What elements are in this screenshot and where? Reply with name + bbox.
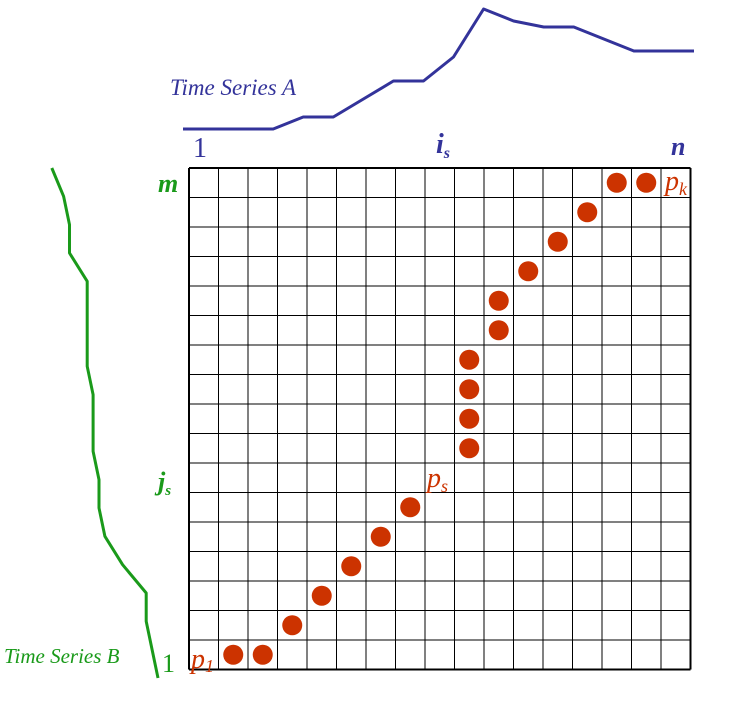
warping-path-point [341, 556, 362, 577]
warping-path-point [606, 172, 627, 193]
warping-path-point [636, 172, 657, 193]
warping-path-point [400, 497, 421, 518]
warping-path-point [459, 438, 480, 459]
cost-matrix-grid [188, 167, 692, 671]
series-b-start-label: 1 [162, 649, 175, 678]
series-b-mid-sub: s [164, 483, 171, 499]
warping-path-point [488, 290, 509, 311]
warping-path-point [459, 349, 480, 370]
warping-path-point [518, 261, 539, 282]
warping-path-point [459, 408, 480, 429]
series-a-end-label: n [671, 132, 685, 161]
path-end-label: pk [663, 166, 688, 199]
path-start-main: p [189, 644, 205, 675]
warping-path-point [223, 644, 244, 665]
path-start-sub: 1 [205, 656, 214, 676]
warping-path [223, 172, 657, 665]
warping-path-point [370, 526, 391, 547]
series-b-title: Time Series B [4, 644, 120, 668]
warping-path-point [488, 320, 509, 341]
warping-path-point [311, 585, 332, 606]
series-b-mid-main: j [154, 467, 166, 496]
series-a-mid-label: is [436, 129, 450, 162]
warping-path-point [547, 231, 568, 252]
series-a-start-label: 1 [193, 133, 207, 164]
path-mid-sub: s [441, 476, 448, 496]
warping-path-point [459, 379, 480, 400]
path-mid-label: ps [425, 463, 448, 496]
warping-path-point [282, 615, 303, 636]
path-end-main: p [663, 166, 679, 197]
series-a-title: Time Series A [170, 75, 297, 100]
warping-path-point [252, 644, 273, 665]
series-b-end-label: m [158, 169, 178, 198]
series-a-curve [183, 7, 694, 131]
path-mid-main: p [425, 463, 441, 494]
series-a-mid-sub: s [443, 145, 450, 162]
warping-path-point [577, 202, 598, 223]
series-a-mid-main: i [436, 129, 444, 160]
path-start-label: p1 [189, 644, 214, 676]
series-b-curve [50, 167, 160, 679]
path-end-sub: k [679, 179, 688, 199]
series-b-mid-label: js [154, 467, 171, 499]
